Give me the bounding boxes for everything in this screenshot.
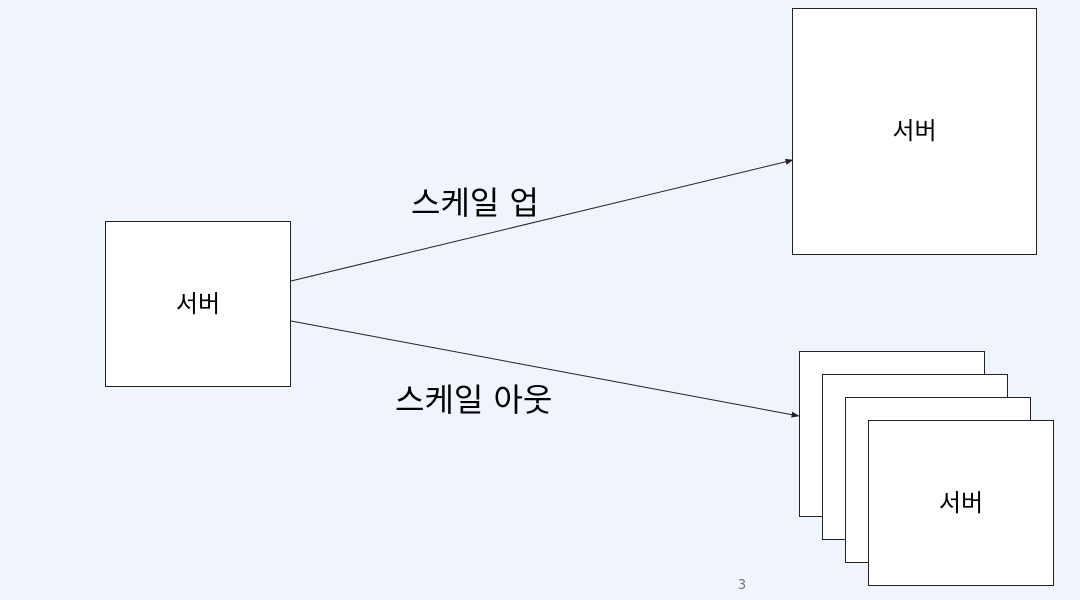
scale-up-arrow <box>290 158 794 282</box>
scale-up-server-label: 서버 <box>892 117 937 145</box>
page-number: 3 <box>737 578 747 593</box>
scale-up-server-node: 서버 <box>792 8 1037 255</box>
source-server-node: 서버 <box>105 221 291 387</box>
scale-out-label: 스케일 아웃 <box>395 381 553 419</box>
scale-up-label: 스케일 업 <box>411 184 539 222</box>
scale-out-server-label: 서버 <box>938 489 984 517</box>
source-server-label: 서버 <box>175 290 221 318</box>
scale-out-server-node: 서버 <box>868 420 1054 586</box>
scale-out-arrow <box>290 320 800 418</box>
